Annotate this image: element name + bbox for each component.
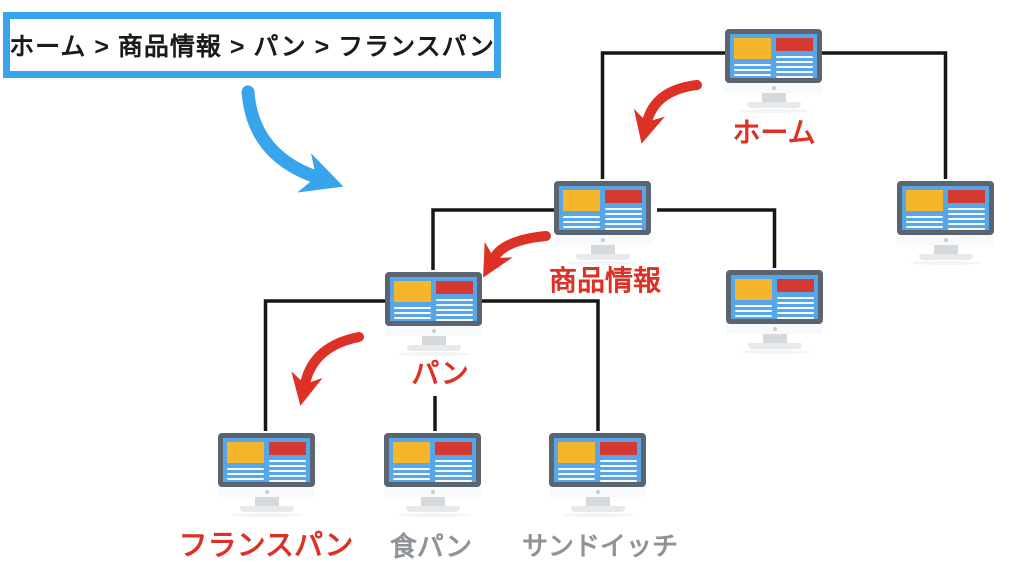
breadcrumb: ホーム > 商品情報 > パン > フランスパン (3, 12, 501, 78)
monitor-icon-home-right-child (897, 181, 994, 265)
monitor-icon-products-right-child (726, 270, 823, 354)
branch-home-to-products (600, 51, 725, 179)
label-shokupan: 食パン (389, 532, 473, 562)
red-arrow-home-to-products (633, 80, 702, 144)
monitor-icon-sandwich (549, 433, 646, 517)
monitor-icon-shokupan (384, 433, 481, 517)
label-products: 商品情報 (548, 265, 661, 296)
label-sandwich: サンドイッチ (521, 531, 678, 561)
breadcrumb-text: ホーム > 商品情報 > パン > フランスパン (9, 33, 495, 61)
label-bread: パン (411, 358, 469, 389)
branch-bread-to-sandwich (482, 299, 600, 431)
monitor-icon-home (725, 29, 822, 113)
label-home: ホーム (732, 117, 816, 148)
red-arrow-products-to-bread (483, 231, 551, 278)
red-arrow-bread-to-french-bread (291, 332, 364, 406)
curved-arrow-down-right-icon (241, 85, 344, 193)
monitor-icon-products (554, 181, 651, 265)
branch-home-to-right-sibling (822, 51, 948, 179)
monitor-icon-bread (385, 272, 482, 356)
label-french-bread: フランスパン (178, 530, 354, 562)
branch-products-to-right-sibling (657, 208, 777, 268)
branch-bread-to-french-bread (263, 299, 385, 431)
branch-products-to-bread (431, 208, 554, 270)
monitor-icon-french-bread (218, 433, 315, 517)
